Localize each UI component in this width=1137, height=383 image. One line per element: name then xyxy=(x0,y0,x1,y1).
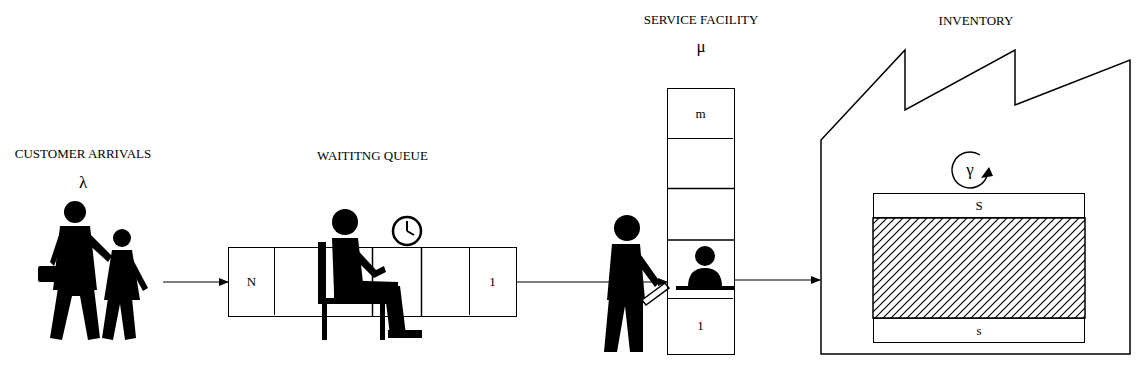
standing-person xyxy=(604,215,669,352)
clock-icon xyxy=(393,217,421,245)
heading-label: CUSTOMER ARRIVALS xyxy=(15,146,151,162)
stock-hatch xyxy=(873,218,1085,318)
waiting-person xyxy=(318,209,422,340)
service-facility: SERVICE FACILITYμm1 xyxy=(667,88,735,355)
stock-band: S xyxy=(873,193,1085,218)
rate-symbol: γ xyxy=(966,160,974,180)
server-cell: m xyxy=(668,89,733,139)
flow-arrow xyxy=(735,279,820,280)
server-cell: 1 xyxy=(668,298,733,354)
cell-label: 1 xyxy=(697,318,704,334)
inventory-building: INVENTORYSs xyxy=(820,45,1132,355)
stock-band: s xyxy=(873,318,1085,343)
server-person xyxy=(676,246,734,290)
rate-symbol: λ xyxy=(79,173,87,193)
replenish-cycle xyxy=(952,152,993,188)
cell-label: m xyxy=(695,106,705,122)
flow-arrow xyxy=(517,281,667,282)
heading-label: INVENTORY xyxy=(939,13,1014,29)
customer-group: CUSTOMER ARRIVALS λ xyxy=(3,140,163,355)
heading-label: SERVICE FACILITY xyxy=(644,12,759,28)
queue-cell: N xyxy=(229,248,275,315)
cell-label: s xyxy=(976,323,981,339)
cell-label: N xyxy=(247,274,256,290)
cell-label: S xyxy=(975,198,982,214)
cell-label: 1 xyxy=(489,274,496,290)
customer-icons xyxy=(38,201,148,340)
service-dividers xyxy=(668,189,734,241)
heading-label: WAITITNG QUEUE xyxy=(317,148,428,164)
rate-symbol: μ xyxy=(696,37,705,57)
factory-outline xyxy=(821,50,1130,354)
waiting-queue: WAITITNG QUEUEN1 xyxy=(228,247,517,317)
queue-cell: 1 xyxy=(469,248,515,315)
flow-arrow xyxy=(163,281,228,282)
